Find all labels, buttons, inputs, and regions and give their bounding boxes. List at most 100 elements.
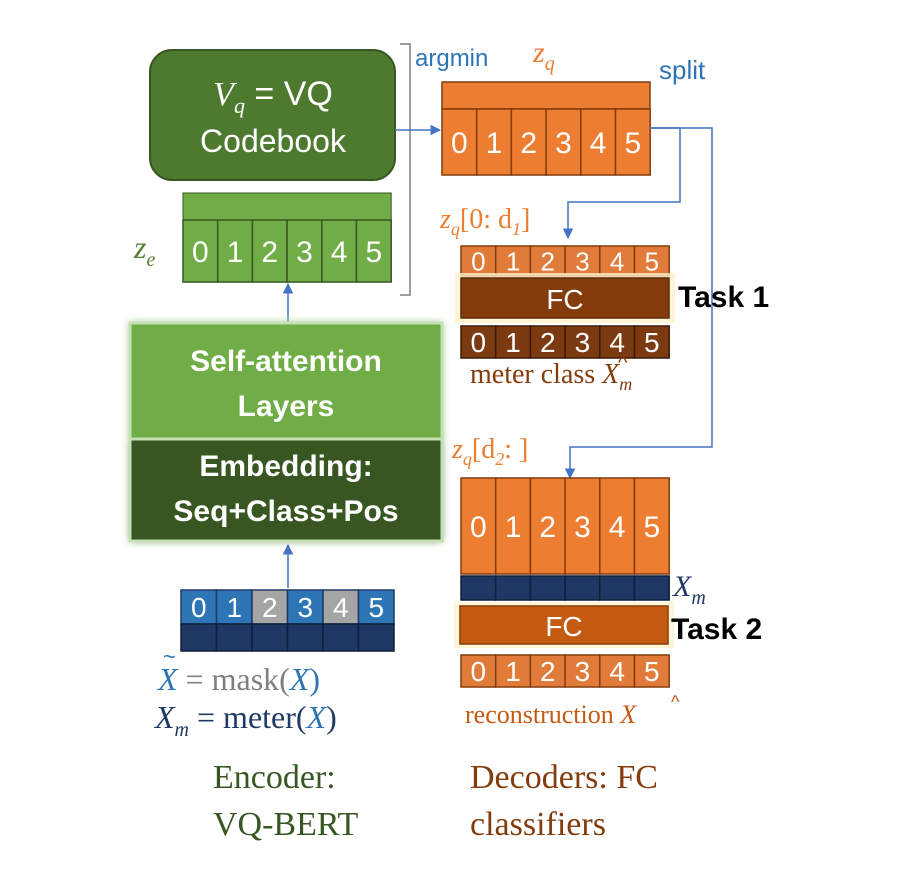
task2-in-cell-label: 4 <box>609 511 626 544</box>
encoder-caption-line1: Encoder: <box>213 759 336 796</box>
task2-out-cell-label: 3 <box>575 656 591 687</box>
input-cell-label: 0 <box>191 592 207 623</box>
ze-label: ze <box>133 229 155 271</box>
self-attention-line2: Layers <box>238 390 335 423</box>
task1-out-cell-label: 0 <box>471 327 487 358</box>
codebook-title-line1: Vq = VQ <box>213 75 333 118</box>
task1-out-cell-1 <box>494 325 532 359</box>
task1-out-cell-3 <box>564 325 601 359</box>
task2-out-cell-4 <box>599 654 636 688</box>
task1-in-cell-label: 1 <box>506 246 520 276</box>
task1-in-cell-label: 4 <box>610 246 624 276</box>
task1-fc-label: FC <box>546 284 583 315</box>
task1-out-cell-label: 1 <box>505 327 521 358</box>
ze-cell-3 <box>286 219 323 283</box>
task2-out-cell-2 <box>529 654 566 688</box>
task1-fc-layer <box>460 277 670 319</box>
task2-xm-cell <box>460 575 497 601</box>
task2-xm-cell <box>529 575 566 601</box>
task2-xm-cell <box>599 575 636 601</box>
zq-cell-label: 1 <box>486 127 503 160</box>
meter-equation: Xm = meter(X) <box>153 699 337 741</box>
group-brace <box>400 43 411 296</box>
embedding-line2: Seq+Class+Pos <box>173 495 398 528</box>
input-cell-0 <box>180 589 218 625</box>
zq-label: zq <box>532 36 555 75</box>
task1-in-cell-label: 2 <box>541 246 555 276</box>
input-cell-5 <box>357 589 395 625</box>
task2-in-cell-1 <box>494 477 532 575</box>
task2-out-cell-0 <box>460 654 497 688</box>
task1-in-cell-0 <box>460 245 497 277</box>
ze-cell-label: 4 <box>331 236 348 269</box>
task2-xm-cell <box>564 575 601 601</box>
self-attention-line1: Self-attention <box>190 345 382 378</box>
input-meter-cell <box>357 623 395 652</box>
input-meter-cell <box>215 623 253 652</box>
task2-out-cell-5 <box>633 654 670 688</box>
task2-xm-cell <box>494 575 532 601</box>
argmin-label: argmin <box>415 45 488 72</box>
zq-cell-2 <box>510 108 547 176</box>
decoder-caption-line1: Decoders: FC <box>470 759 658 796</box>
ze-cell-4 <box>321 219 358 283</box>
slice1-label: zq[0: d1] <box>439 204 530 239</box>
reconstruction-label: reconstruction X <box>465 700 637 729</box>
zq-cell-label: 3 <box>555 127 572 160</box>
zq-cell-1 <box>475 108 513 176</box>
task2-in-cell-5 <box>633 477 670 575</box>
tilde-mark: ~ <box>163 644 176 669</box>
task2-in-cell-label: 3 <box>574 511 591 544</box>
input-cell-1 <box>215 589 253 625</box>
ze-cell-label: 3 <box>296 236 313 269</box>
vq-codebook: Vq = VQ Codebook <box>149 49 396 181</box>
task1-out-cell-label: 2 <box>540 327 556 358</box>
task1-out-cell-label: 3 <box>575 327 591 358</box>
encoder-block <box>128 321 444 543</box>
ze-cell-2 <box>251 219 288 283</box>
input-cell-label: 5 <box>368 592 384 623</box>
task1-out-cell-label: 4 <box>609 327 625 358</box>
task1-out-cell-5 <box>633 325 670 359</box>
zq-cell-4 <box>580 108 617 176</box>
task2-in-cell-label: 2 <box>539 511 556 544</box>
input-meter-cell <box>180 623 218 652</box>
input-meter-cell <box>286 623 324 652</box>
input-cell-4 <box>322 589 360 625</box>
decoder-caption-line2: classifiers <box>470 806 606 843</box>
encoder-caption-line2: VQ-BERT <box>213 806 359 843</box>
ze-cell-label: 1 <box>227 236 244 269</box>
ze-cell-label: 2 <box>261 236 278 269</box>
ze-cell-label: 0 <box>192 236 209 269</box>
task2-out-cell-label: 2 <box>540 656 556 687</box>
xm-label: Xm <box>672 570 706 609</box>
embedding-line1: Embedding: <box>199 450 372 483</box>
task2-out-cell-1 <box>494 654 532 688</box>
task2-in-cell-label: 1 <box>505 511 522 544</box>
split-arrow-task2 <box>564 127 713 480</box>
input-cell-label: 1 <box>226 592 242 623</box>
task2-label: Task 2 <box>671 613 762 646</box>
task2-in-cell-2 <box>529 477 566 575</box>
zq-cell-0 <box>441 108 478 176</box>
meter-class-hat: ^ <box>618 352 628 374</box>
zq-cell-label: 5 <box>625 127 642 160</box>
task2-xm-cell <box>633 575 670 601</box>
split-label: split <box>659 55 706 85</box>
task2-in-cell-0 <box>460 477 497 575</box>
task1-label: Task 1 <box>678 281 769 314</box>
task1-in-cell-label: 5 <box>645 246 659 276</box>
zq-cell-label: 2 <box>520 127 537 160</box>
ze-top-strip <box>182 192 392 221</box>
meter-class-label: meter class Xm <box>470 359 632 394</box>
task2-out-cell-label: 4 <box>609 656 625 687</box>
reconstruction-hat: ^ <box>671 692 680 712</box>
codebook-title-line2: Codebook <box>200 123 347 159</box>
ze-cell-label: 5 <box>366 236 383 269</box>
input-cell-label: 3 <box>297 592 313 623</box>
